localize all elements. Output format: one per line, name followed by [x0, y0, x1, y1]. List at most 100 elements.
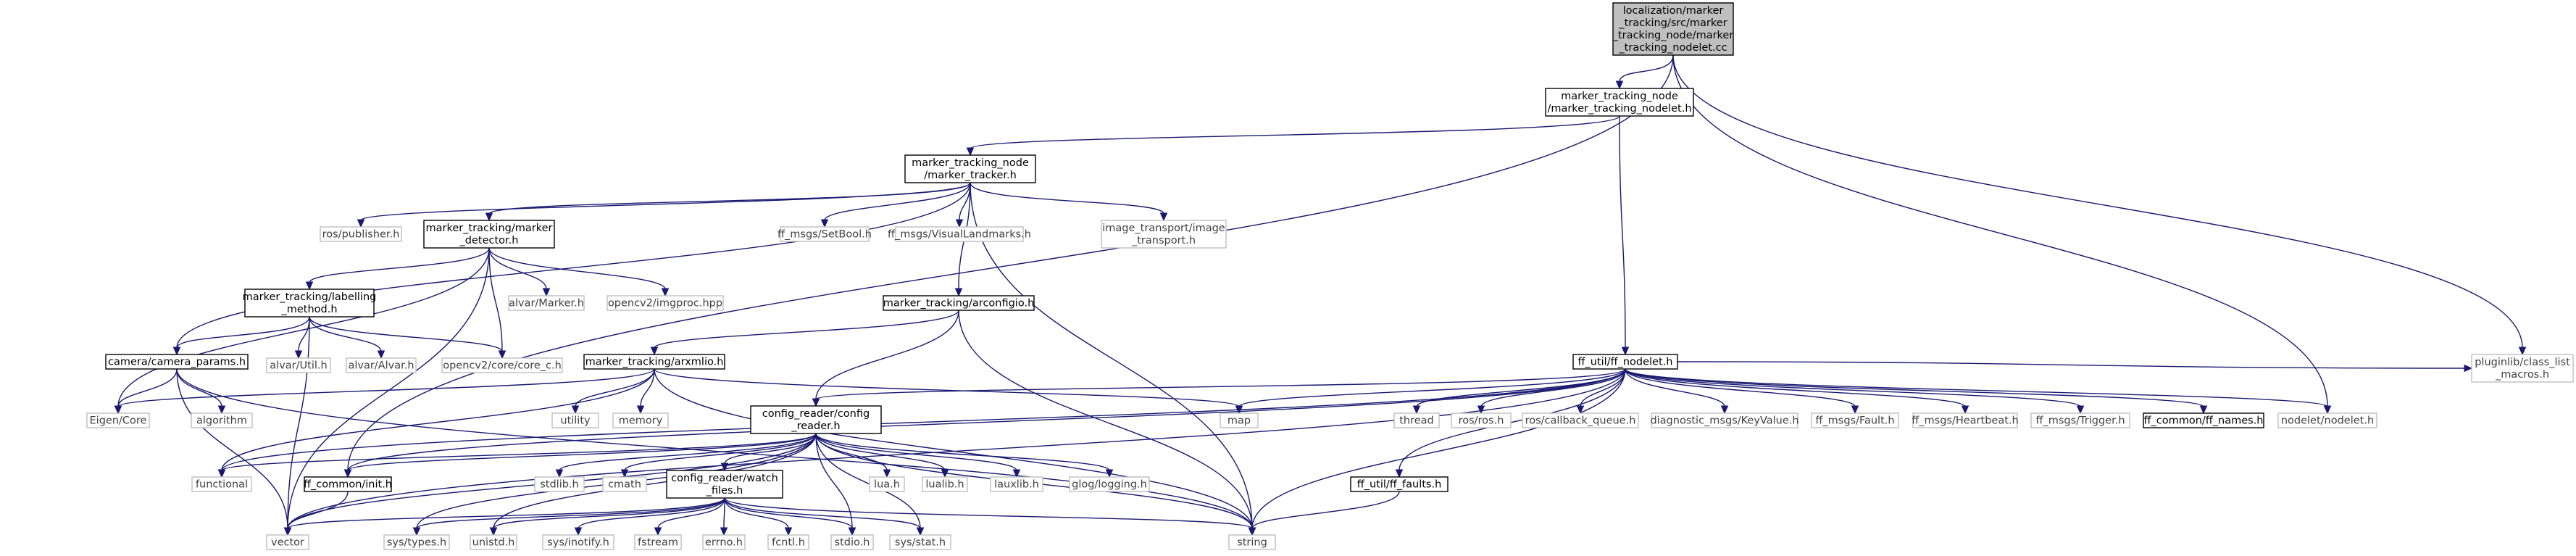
- edge-ff_nodelet_h-to-ros_h: [1477, 368, 1626, 415]
- node-heartbeat-h: ff_msgs/Heartbeat.h: [1912, 412, 2019, 428]
- node-opencv-imgproc: opencv2/imgproc.hpp: [607, 295, 724, 311]
- edge-root-to-pluginlib: [1672, 54, 2527, 356]
- node-label: utility: [560, 415, 591, 427]
- node-alvar-util: alvar/Util.h: [266, 357, 331, 373]
- node-thread: thread: [1393, 412, 1440, 428]
- node-box: [542, 534, 614, 550]
- node-label: map: [1227, 415, 1251, 427]
- node-fstream: fstream: [634, 534, 682, 550]
- node-ros-h: ros/ros.h: [1451, 412, 1512, 428]
- node-label: image_transport/image: [1102, 223, 1225, 234]
- node-label: marker_tracking/arxmlio.h: [585, 357, 724, 368]
- node-label: marker_tracking/labelling: [243, 291, 377, 303]
- node-setbool: ff_msgs/SetBool.h: [778, 226, 872, 242]
- node-label: pluginlib/class_list: [2475, 357, 2570, 368]
- node-lua-h: lua.h: [869, 476, 905, 492]
- node-labelling-h[interactable]: marker_tracking/labelling_method.h: [243, 289, 377, 318]
- edge-arconfigio_h-to-string: [958, 310, 1256, 536]
- node-label: stdlib.h: [540, 479, 579, 491]
- node-arxmlio-h[interactable]: marker_tracking/arxmlio.h: [583, 354, 725, 370]
- node-tracker-h[interactable]: marker_tracking_node/marker_tracker.h: [904, 154, 1036, 183]
- node-algorithm: algorithm: [191, 412, 253, 428]
- node-box: [2277, 412, 2377, 428]
- node-memory: memory: [612, 412, 669, 428]
- node-box: [2030, 412, 2130, 428]
- node-root[interactable]: localization/marker_tracking/src/marker_…: [1612, 2, 1734, 56]
- node-label: sys/types.h: [387, 537, 446, 549]
- edge-nodelet_h-to-tracker_h: [966, 115, 1620, 157]
- node-box: [702, 534, 746, 550]
- node-lauxlib-h: lauxlib.h: [990, 476, 1043, 492]
- node-nodelet-h[interactable]: marker_tracking_node/marker_tracking_nod…: [1545, 88, 1694, 117]
- node-opencv-core: opencv2/core/core_c.h: [441, 357, 563, 373]
- node-box: [1220, 412, 1259, 428]
- node-box: [2471, 354, 2574, 383]
- edge-ff_nodelet_h-to-string: [1248, 368, 1626, 536]
- node-label: lua.h: [874, 479, 900, 491]
- node-label: glog/logging.h: [1072, 479, 1147, 491]
- edge-ff_nodelet_h-to-pluginlib: [1677, 361, 2473, 373]
- node-ff-nodelet-h[interactable]: ff_util/ff_nodelet.h: [1572, 354, 1678, 370]
- node-label: ros/publisher.h: [322, 229, 400, 241]
- node-keyvalue: diagnostic_msgs/KeyValue.h: [1650, 412, 1799, 428]
- node-sys-types: sys/types.h: [383, 534, 450, 550]
- node-box: [320, 226, 402, 242]
- node-box: [508, 295, 585, 311]
- node-camera-params[interactable]: camera/camera_params.h: [105, 354, 249, 370]
- node-box: [2143, 412, 2264, 428]
- node-box: [750, 405, 882, 434]
- node-stdlib: stdlib.h: [534, 476, 585, 492]
- edges-layer: [114, 54, 2527, 536]
- node-box: [441, 357, 563, 373]
- node-label: ff_msgs/VisualLandmarks.h: [888, 229, 1031, 241]
- node-box: [551, 412, 599, 428]
- edge-watch_files_h-to-sys_inotify: [574, 497, 725, 536]
- edge-detector_h-to-labelling_h: [305, 247, 490, 291]
- node-label: _files.h: [706, 485, 743, 497]
- node-box: [1811, 412, 1899, 428]
- node-fcntl-h: fcntl.h: [767, 534, 809, 550]
- node-label: config_reader/config: [762, 408, 870, 420]
- node-box: [922, 476, 968, 492]
- node-alvar-marker: alvar/Marker.h: [508, 295, 585, 311]
- node-label: ff_common/init.h: [304, 479, 392, 491]
- node-alvar-alvar: alvar/Alvar.h: [346, 357, 417, 373]
- edge-ff_nodelet_h-to-vector: [283, 368, 1626, 536]
- edge-watch_files_h-to-fcntl_h: [724, 497, 793, 536]
- edge-labelling_h-to-alvar_alvar: [309, 316, 385, 360]
- node-ff-names-h[interactable]: ff_common/ff_names.h: [2143, 412, 2264, 428]
- edge-watch_files_h-to-errno_h: [720, 497, 728, 536]
- node-label: lualib.h: [925, 479, 964, 491]
- node-box: [1651, 412, 1798, 428]
- node-ff-init-h[interactable]: ff_common/init.h: [304, 476, 392, 492]
- node-map: map: [1220, 412, 1259, 428]
- node-label: cmath: [608, 479, 641, 491]
- node-label: ros/callback_queue.h: [1525, 415, 1636, 427]
- node-config-reader-h[interactable]: config_reader/config_reader.h: [750, 405, 882, 434]
- node-ff-faults-h[interactable]: ff_util/ff_faults.h: [1350, 476, 1449, 492]
- edge-config_reader_h-to-cmath: [620, 433, 817, 478]
- node-label: sys/stat.h: [895, 537, 946, 549]
- node-label: marker_tracking_node: [1561, 91, 1678, 102]
- node-sys-stat: sys/stat.h: [889, 534, 951, 550]
- node-label: sys/inotify.h: [547, 537, 609, 549]
- node-label: nodelet/nodelet.h: [2281, 415, 2374, 427]
- node-detector-h[interactable]: marker_tracking/marker_detector.h: [423, 220, 555, 249]
- node-label: diagnostic_msgs/KeyValue.h: [1650, 415, 1798, 427]
- edge-camera_params-to-algorithm: [176, 368, 226, 415]
- node-watch-files-h[interactable]: config_reader/watch_files.h: [666, 470, 783, 499]
- node-stdio-h: stdio.h: [830, 534, 874, 550]
- edge-watch_files_h-to-fstream: [654, 497, 725, 536]
- node-label: _macros.h: [2495, 369, 2549, 381]
- node-box: [1572, 354, 1678, 370]
- edge-watch_files_h-to-sys_types: [412, 497, 725, 536]
- edge-tracker_h-to-image_transport: [970, 182, 1168, 222]
- node-label: Eigen/Core: [90, 415, 147, 427]
- node-arconfigio-h[interactable]: marker_tracking/arconfigio.h: [883, 295, 1035, 311]
- edge-ff_faults_h-to-string: [1248, 491, 1400, 536]
- node-label: _reader.h: [791, 420, 840, 432]
- node-label: ff_msgs/Trigger.h: [2035, 415, 2125, 427]
- node-box: [830, 534, 874, 550]
- node-functional: functional: [191, 476, 252, 492]
- node-unistd: unistd.h: [470, 534, 517, 550]
